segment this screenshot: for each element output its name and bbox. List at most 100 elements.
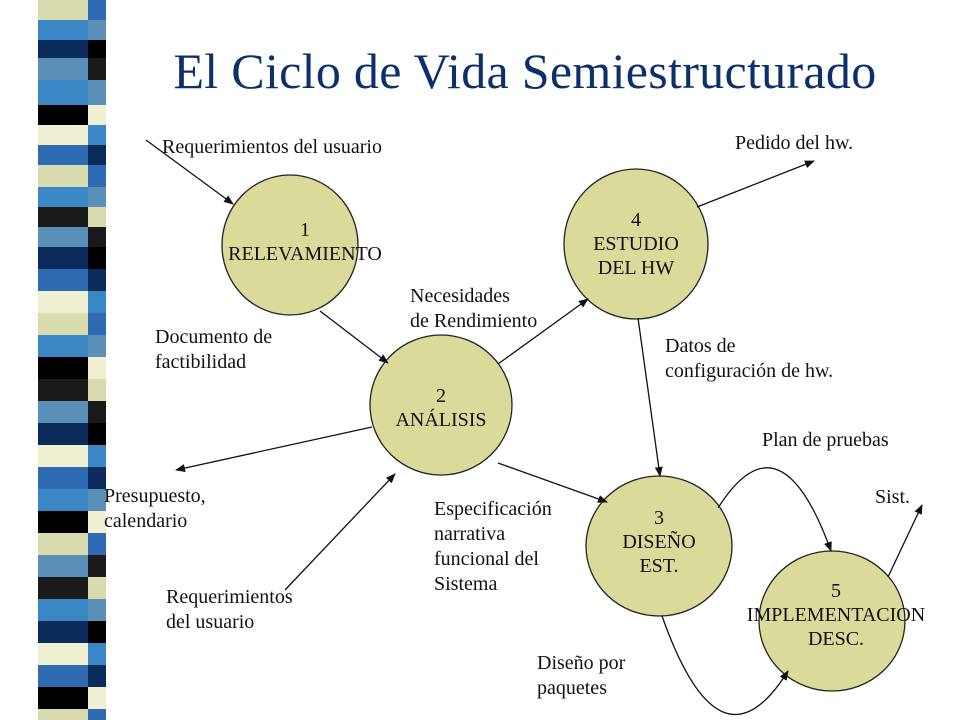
arrow-plan-pruebas [717,467,832,552]
stripe-segment [38,599,88,621]
arrow-requerimientos-to-analisis [284,473,396,591]
stripe-segment [38,577,88,599]
stripe-segment [38,227,88,247]
stripe-segment [88,105,106,125]
stripe-segment [38,445,88,467]
stripe-segment [88,709,106,720]
node-2-name: ANÁLISIS [395,409,487,431]
stripe-segment [88,643,106,665]
node-2-number: 2 [436,385,446,407]
arrow-requerimientos-to-relevamiento [145,139,234,205]
stripe-segment [88,687,106,709]
label-requerimientos-line2: del usuario [166,611,255,633]
label-datos-configuracion: Datos de configuración de hw. [665,334,833,384]
node-2-label: 2 ANÁLISIS [361,384,521,432]
node-5-line1: IMPLEMENTACION [746,604,926,626]
label-especificacion-line4: Sistema [434,573,498,595]
label-sist: Sist. [875,486,911,508]
stripe-segment [38,511,88,533]
stripe-segment [88,621,106,643]
stripe-segment [38,207,88,227]
arrow-analisis-to-estudio [497,298,589,365]
stripe-segment [88,335,106,357]
stripe-segment [88,227,106,247]
slide-title: El Ciclo de Vida Semiestructurado [173,43,877,99]
stripe-segment [38,105,88,125]
stripe-segment [88,145,106,165]
node-3-line1: DISEÑO [622,531,696,553]
stripe-segment [38,40,88,58]
label-necesidades: Necesidades de Rendimiento [410,284,537,334]
label-especificacion-line1: Especificación [434,498,552,520]
stripe-segment [38,489,88,511]
stripe-segment [38,125,88,145]
node-3-number: 3 [654,507,664,529]
node-4-number: 4 [631,209,641,231]
stripe-segment [88,247,106,269]
stripe-segment [88,489,106,511]
stripe-segment [38,357,88,379]
stripe-segment [88,467,106,489]
node-analisis [369,334,513,476]
stripe-segment [88,599,106,621]
stripe-segment [88,269,106,291]
stripe-segment [38,621,88,643]
label-presupuesto-line1: Presupuesto, [104,485,206,507]
node-1-name: RELEVAMIENTO [228,243,382,265]
stripe-segment [88,207,106,227]
label-necesidades-line1: Necesidades [410,285,510,307]
stripe-segment [88,125,106,145]
label-requerimientos-usuario-top: Requerimientos del usuario [162,136,382,158]
node-4-label: 4 ESTUDIO DEL HW [561,208,711,280]
stripe-segment [88,187,106,207]
label-diseno-line1: Diseño por [537,652,626,674]
arrow-estudio-to-pedido [696,160,815,208]
label-especificacion-line2: narrativa [434,523,506,545]
arrow-implementacion-to-sist [887,504,923,578]
stripe-segment [88,577,106,599]
label-diseno-line2: paquetes [537,677,607,699]
arrow-analisis-to-diseno [497,462,608,503]
stripe-segment [38,335,88,357]
stripe-segment [38,269,88,291]
arrow-diseno-por-paquetes [661,615,789,716]
stripe-segment [38,20,88,40]
label-documento-line2: factibilidad [155,351,247,373]
stripe-segment [88,165,106,187]
stripe-segment [38,58,88,80]
stripe-segment [38,687,88,709]
stripe-segment [88,379,106,401]
stripe-segment [88,291,106,313]
stripe-segment [38,709,88,720]
node-relevamiento [221,174,359,316]
node-1-label: 1 RELEVAMIENTO [200,218,410,266]
stripe-segment [38,291,88,313]
label-datos-line2: configuración de hw. [665,360,834,382]
stripe-segment [88,80,106,105]
stripe-segment [38,379,88,401]
label-requerimientos-line1: Requerimientos [166,586,293,608]
label-presupuesto-line2: calendario [104,510,188,532]
label-diseno-paquetes: Diseño por paquetes [537,651,625,701]
arrow-estudio-to-diseno [637,317,663,477]
node-1-number: 1 [300,219,310,241]
node-implementacion [758,550,906,692]
stripe-segment [38,313,88,335]
stripe-segment [38,467,88,489]
stripe-segment [38,187,88,207]
node-5-number: 5 [831,580,841,602]
label-datos-line1: Datos de [665,335,736,357]
stripe-segment [38,247,88,269]
stripe-segment [38,643,88,665]
stripe-segment [38,423,88,445]
stripe-segment [88,423,106,445]
node-estudio-hw [563,168,709,320]
stripe-segment [88,0,106,20]
label-especificacion-line3: funcional del [434,548,539,570]
stripe-segment [88,445,106,467]
decorative-stripe [0,0,110,720]
arrow-analisis-to-presupuesto [175,426,373,472]
stripe-segment [38,0,88,20]
stripe-segment [38,665,88,687]
